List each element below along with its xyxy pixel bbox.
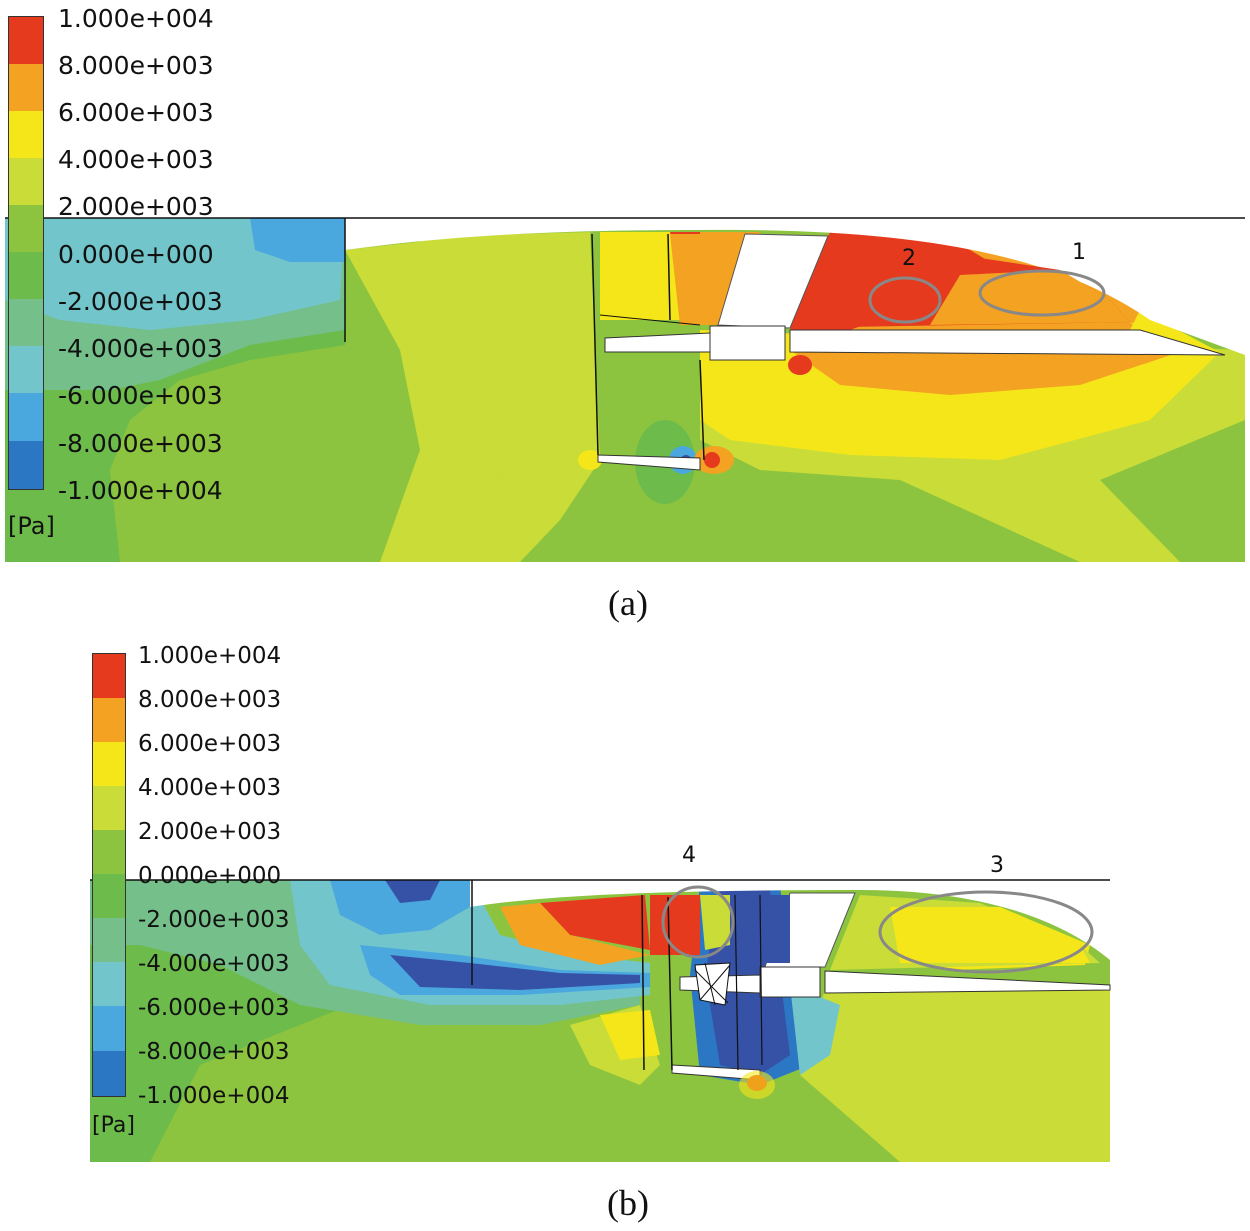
legend-swatch <box>9 441 43 489</box>
legend-swatch <box>9 17 43 64</box>
legend-label: 6.000e+003 <box>138 731 282 757</box>
legend-swatch <box>93 1006 125 1051</box>
caption-b: (b) <box>607 1183 649 1223</box>
unit-label: [Pa] <box>92 1113 135 1138</box>
legend-label: -2.000e+003 <box>138 907 290 933</box>
legend-swatch <box>9 205 43 252</box>
legend-label: 4.000e+003 <box>138 775 282 801</box>
legend-label: 0.000e+000 <box>138 863 282 889</box>
legend-swatch <box>93 874 125 918</box>
pressure-contour-field-a <box>5 217 1245 562</box>
legend-swatch <box>93 962 125 1006</box>
region-label-3: 3 <box>990 853 1004 878</box>
legend-label: -4.000e+003 <box>58 334 223 363</box>
legend-label: -1.000e+004 <box>58 476 223 505</box>
legend-label: -6.000e+003 <box>138 995 290 1021</box>
panel-b: 4 3 1.000e+004 8.000e+003 6.000e+003 4.0… <box>0 645 1250 1170</box>
region-label-4: 4 <box>682 843 696 868</box>
legend-swatch <box>9 299 43 346</box>
legend-swatch <box>93 654 125 698</box>
legend-swatch <box>9 111 43 158</box>
legend-swatch <box>9 346 43 393</box>
legend-label: 2.000e+003 <box>58 192 214 221</box>
legend-swatch <box>9 393 43 441</box>
panel-a: 2 1 1.000e+004 8.000e+003 6.000e+003 4.0… <box>0 0 1250 565</box>
unit-label: [Pa] <box>8 512 55 540</box>
legend-label: 1.000e+004 <box>58 4 214 33</box>
pressure-contour-field-b <box>90 879 1111 1162</box>
legend-swatch <box>93 742 125 786</box>
legend-label: 2.000e+003 <box>138 819 282 845</box>
legend-swatch <box>93 698 125 742</box>
legend-swatch <box>9 158 43 205</box>
legend-swatch <box>9 64 43 111</box>
legend-swatch <box>93 786 125 830</box>
legend-label: -2.000e+003 <box>58 287 223 316</box>
legend-label: -8.000e+003 <box>58 429 223 458</box>
region-label-2: 2 <box>902 246 916 271</box>
legend-swatch <box>93 830 125 874</box>
legend-swatch <box>9 252 43 299</box>
legend-label: 4.000e+003 <box>58 145 214 174</box>
color-legend-a <box>8 16 44 490</box>
legend-label: -8.000e+003 <box>138 1039 290 1065</box>
color-legend-b <box>92 653 126 1097</box>
legend-label: 1.000e+004 <box>138 645 282 669</box>
region-label-1: 1 <box>1072 240 1086 265</box>
legend-label: -1.000e+004 <box>138 1083 290 1109</box>
legend-label: 8.000e+003 <box>58 51 214 80</box>
legend-label: 0.000e+000 <box>58 240 214 269</box>
legend-swatch <box>93 1051 125 1096</box>
legend-label: -4.000e+003 <box>138 951 290 977</box>
legend-swatch <box>93 918 125 962</box>
legend-label: 6.000e+003 <box>58 98 214 127</box>
legend-label: 8.000e+003 <box>138 687 282 713</box>
legend-label: -6.000e+003 <box>58 381 223 410</box>
caption-a: (a) <box>608 583 648 623</box>
